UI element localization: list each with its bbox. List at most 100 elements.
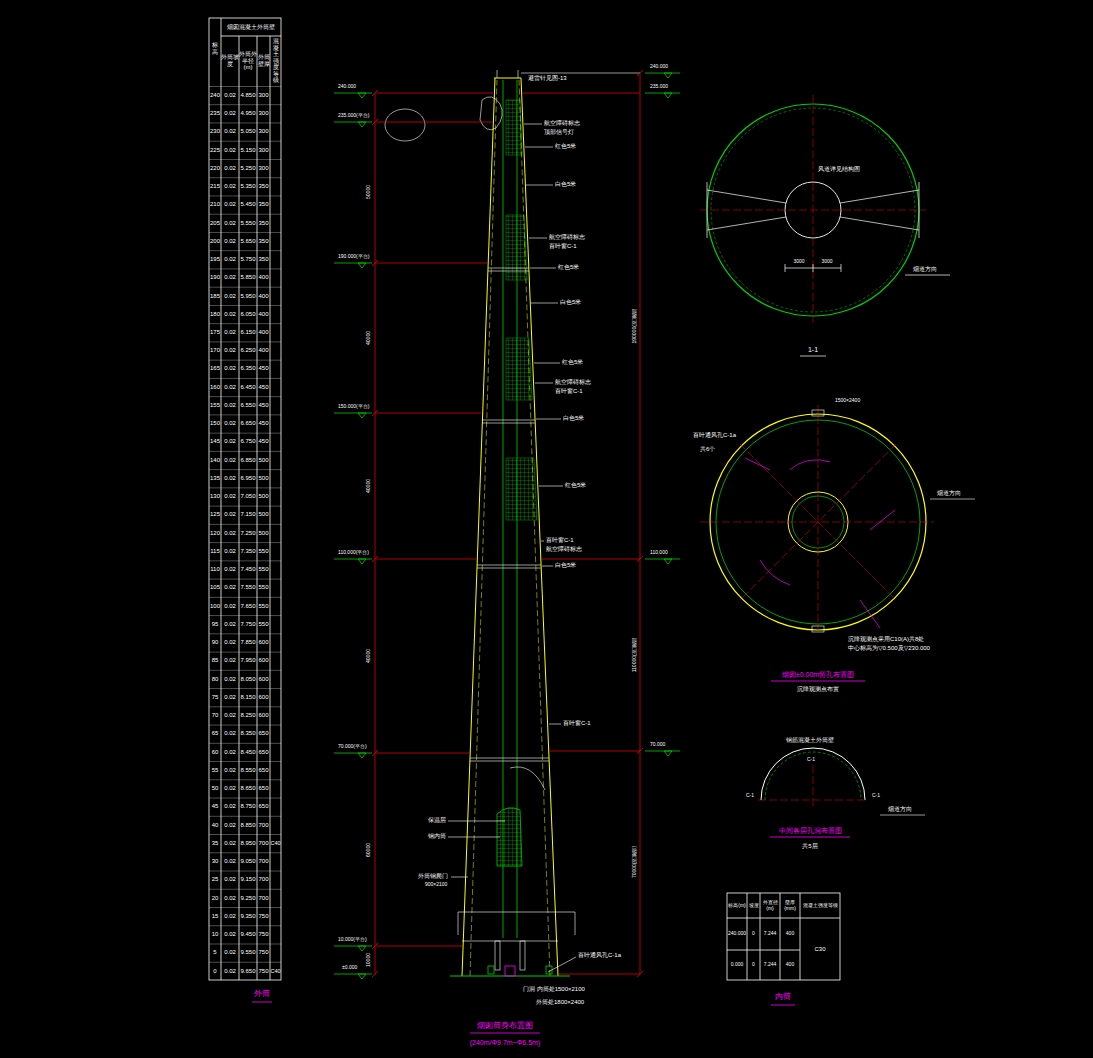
table-cell: C30 [800, 918, 840, 980]
table-cell: 650 [257, 779, 270, 797]
table-cell: 150 [209, 414, 221, 432]
table-cell: 75 [209, 688, 221, 706]
table-cell: 140 [209, 451, 221, 469]
table-cell: 160 [209, 378, 221, 396]
table-cell: 0.02 [221, 944, 239, 962]
annotation-text: 40000 [366, 331, 371, 345]
annotation-text: 烟道方向 [937, 490, 961, 496]
table-cell: 8.550 [239, 761, 257, 779]
dimension-lines [372, 70, 643, 977]
table-cell: 450 [257, 360, 270, 378]
table-cell: 350 [257, 195, 270, 213]
table-cell: 700 [257, 871, 270, 889]
table-cell: 600 [257, 652, 270, 670]
table-cell: 7.150 [239, 506, 257, 524]
table-cell: 450 [257, 396, 270, 414]
table-cell: 115 [209, 542, 221, 560]
table-cell: 6.150 [239, 323, 257, 341]
table-cell: 230 [209, 122, 221, 140]
table-cell: 4.950 [239, 104, 257, 122]
table-cell: 400 [780, 950, 800, 980]
table-cell: 0.02 [221, 232, 239, 250]
table-cell: 85 [209, 652, 221, 670]
annotation-text: ±0.000 [342, 965, 357, 970]
table-cell: 15 [209, 907, 221, 925]
annotation-text: 70000(至顶部) [632, 846, 637, 878]
inner-table [727, 893, 840, 980]
table-cell: 25 [209, 871, 221, 889]
annotation-text: 10000 [366, 953, 371, 967]
table-cell: 0.02 [221, 287, 239, 305]
drawing-title: 外筒 [254, 990, 270, 998]
annotation-text: 150.000(平台) [338, 404, 369, 409]
table-cell: 300 [257, 104, 270, 122]
table-cell: 0.000 [727, 950, 747, 980]
table-cell: 0 [209, 962, 221, 980]
table-cell: 220 [209, 159, 221, 177]
table-cell: 7.450 [239, 560, 257, 578]
annotation-text: 共6个 [700, 446, 715, 452]
table-cell: 110 [209, 560, 221, 578]
table-cell: 10 [209, 925, 221, 943]
annotation-text: 烟道方向 [888, 806, 912, 812]
table-cell: 0.02 [221, 341, 239, 359]
table-cell: 混凝土强度等级 [800, 893, 840, 918]
table-cell: 135 [209, 469, 221, 487]
annotation-text: 沉降观测点布置 [797, 686, 839, 692]
table-cell: 20 [209, 889, 221, 907]
table-cell: 9.450 [239, 925, 257, 943]
table-cell: 65 [209, 725, 221, 743]
table-cell: 5.250 [239, 159, 257, 177]
table-cell: 0.02 [221, 433, 239, 451]
table-cell: 500 [257, 524, 270, 542]
annotation-text: 避雷针见图-13 [528, 75, 567, 81]
table-cell: 50 [209, 779, 221, 797]
annotation-text: 10.000(平台) [338, 937, 367, 942]
table-cell: 400 [257, 341, 270, 359]
middle-floor-plan [758, 748, 925, 837]
table-cell: 400 [780, 918, 800, 950]
section-1-1 [700, 95, 950, 356]
table-cell: 750 [257, 944, 270, 962]
table-cell: 0.02 [221, 414, 239, 432]
table-cell: 7.850 [239, 633, 257, 651]
table-cell: 0.02 [221, 141, 239, 159]
table-cell: 0.02 [221, 214, 239, 232]
table-cell: 300 [257, 159, 270, 177]
table-cell: 7.350 [239, 542, 257, 560]
table-cell: 4.850 [239, 86, 257, 104]
table-cell: 165 [209, 360, 221, 378]
table-cell: 5.350 [239, 177, 257, 195]
table-cell: 外直径(m) [760, 893, 780, 918]
annotation-text: 白色5米 [555, 562, 576, 568]
table-cell: 500 [257, 487, 270, 505]
annotation-text: 110.000 [650, 550, 668, 555]
table-cell: 0.02 [221, 542, 239, 560]
table-cell: 600 [257, 670, 270, 688]
table-cell: 0.02 [221, 104, 239, 122]
table-cell: 0.02 [221, 871, 239, 889]
annotation-text: C-1 [872, 793, 880, 798]
annotation-text: 3000 [793, 259, 804, 264]
table-cell: 0.02 [221, 177, 239, 195]
table-cell: 35 [209, 834, 221, 852]
annotation-text: 风道详见结构图 [818, 166, 860, 172]
annotation-text: 中心标高为▽0.500及▽230.000 [848, 645, 930, 651]
table-cell: 0.02 [221, 834, 239, 852]
table-cell: 0.02 [221, 670, 239, 688]
table-cell: 650 [257, 725, 270, 743]
annotation-text: 40000 [366, 649, 371, 663]
table-cell: 350 [257, 214, 270, 232]
drawing-title: 内筒 [775, 993, 791, 1001]
table-cell: 0.02 [221, 761, 239, 779]
table-cell: 0.02 [221, 86, 239, 104]
table-cell: 0.02 [221, 323, 239, 341]
table-cell: 5.450 [239, 195, 257, 213]
table-cell: 130 [209, 487, 221, 505]
table-cell: 750 [257, 962, 270, 980]
table-cell: 0.02 [221, 633, 239, 651]
table-cell: 0.02 [221, 779, 239, 797]
annotation-text: 白色5米 [555, 181, 576, 187]
